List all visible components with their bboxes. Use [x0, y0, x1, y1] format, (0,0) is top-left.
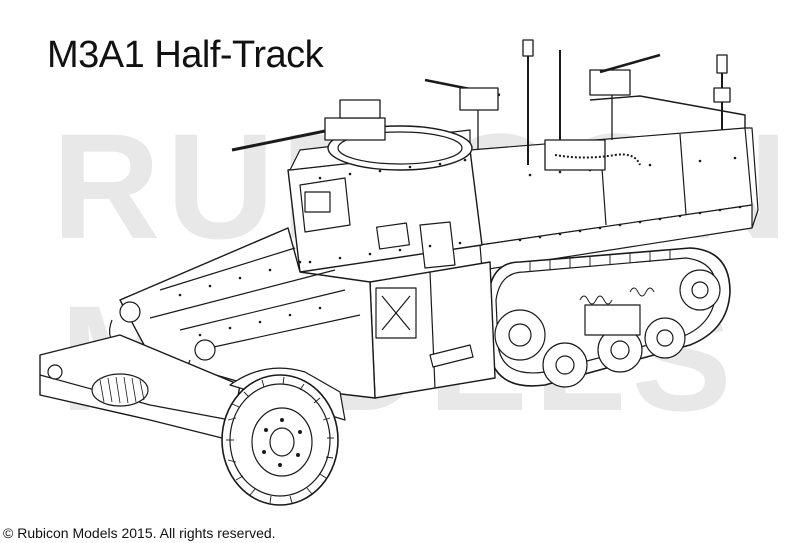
front-bumper: [39, 334, 241, 441]
side-door: [369, 261, 496, 399]
machine-guns: [231, 39, 731, 171]
crew-cab: [287, 125, 483, 273]
rear-hull: [469, 95, 759, 271]
page-title: M3A1 Half-Track: [47, 34, 324, 76]
copyright-notice: © Rubicon Models 2015. All rights reserv…: [3, 525, 276, 541]
track-assembly: [487, 247, 731, 388]
front-wheel: [221, 367, 346, 506]
